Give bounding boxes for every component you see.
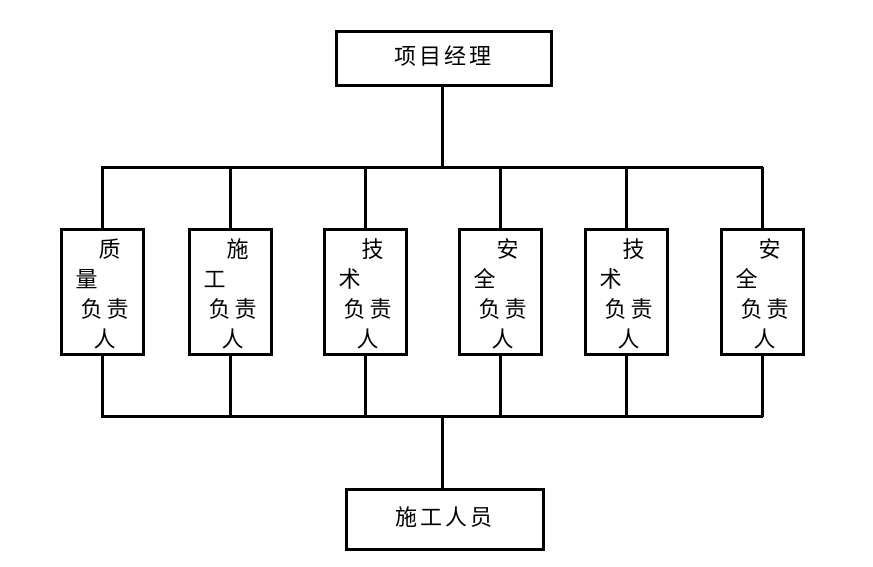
box-label-line: 负责	[604, 298, 657, 323]
box-label-line: 安	[758, 238, 781, 263]
box-technical-manager-1: 技 术 负责 人	[323, 228, 408, 356]
box-label-line: 施	[226, 238, 249, 263]
box-label-line: 人	[356, 328, 379, 353]
box-label-line: 负责	[80, 298, 133, 323]
connector-lower-stem-6	[761, 356, 764, 417]
connector-lower-stem-4	[499, 356, 502, 417]
connector-upper-stem-6	[761, 167, 764, 228]
connector-bottom-horizontal	[101, 415, 763, 418]
box-label-line: 技	[361, 238, 384, 263]
box-quality-manager: 质 量 负责 人	[60, 228, 145, 356]
connector-lower-stem-5	[625, 356, 628, 417]
connector-upper-stem-2	[229, 167, 232, 228]
connector-upper-stem-3	[364, 167, 367, 228]
box-label-line: 量	[75, 268, 98, 293]
connector-upper-stem-4	[499, 167, 502, 228]
box-technical-manager-2: 技 术 负责 人	[584, 228, 669, 356]
box-project-manager-label: 项目经理	[393, 45, 494, 70]
box-label-line: 技	[622, 238, 645, 263]
box-safety-manager-2: 安 全 负责 人	[720, 228, 805, 356]
box-label-line: 工	[203, 268, 226, 293]
box-label-line: 负责	[740, 298, 793, 323]
box-label-line: 人	[617, 328, 640, 353]
box-project-manager: 项目经理	[335, 30, 553, 87]
box-label-line: 安	[496, 238, 519, 263]
box-construction-manager: 施 工 负责 人	[188, 228, 273, 356]
connector-upper-stem-1	[101, 167, 104, 228]
box-label-line: 人	[93, 328, 116, 353]
box-safety-manager-1: 安 全 负责 人	[458, 228, 543, 356]
box-label-line: 人	[753, 328, 776, 353]
box-label-line: 全	[735, 268, 758, 293]
connector-upper-stem-5	[625, 167, 628, 228]
box-label-line: 负责	[478, 298, 531, 323]
connector-lower-stem-1	[101, 356, 104, 417]
connector-lower-stem-3	[364, 356, 367, 417]
connector-top-horizontal	[101, 166, 763, 169]
box-label-line: 负责	[208, 298, 261, 323]
box-label-line: 人	[221, 328, 244, 353]
box-label-line: 术	[599, 268, 622, 293]
box-label-line: 质	[98, 238, 121, 263]
box-label-line: 负责	[343, 298, 396, 323]
box-label-line: 全	[473, 268, 496, 293]
box-construction-personnel: 施工人员	[345, 488, 545, 551]
connector-lower-stem-2	[229, 356, 232, 417]
connector-bottom-stem	[441, 417, 444, 488]
box-construction-personnel-label: 施工人员	[394, 506, 495, 531]
connector-top-stem	[441, 87, 444, 169]
box-label-line: 术	[338, 268, 361, 293]
box-label-line: 人	[491, 328, 514, 353]
